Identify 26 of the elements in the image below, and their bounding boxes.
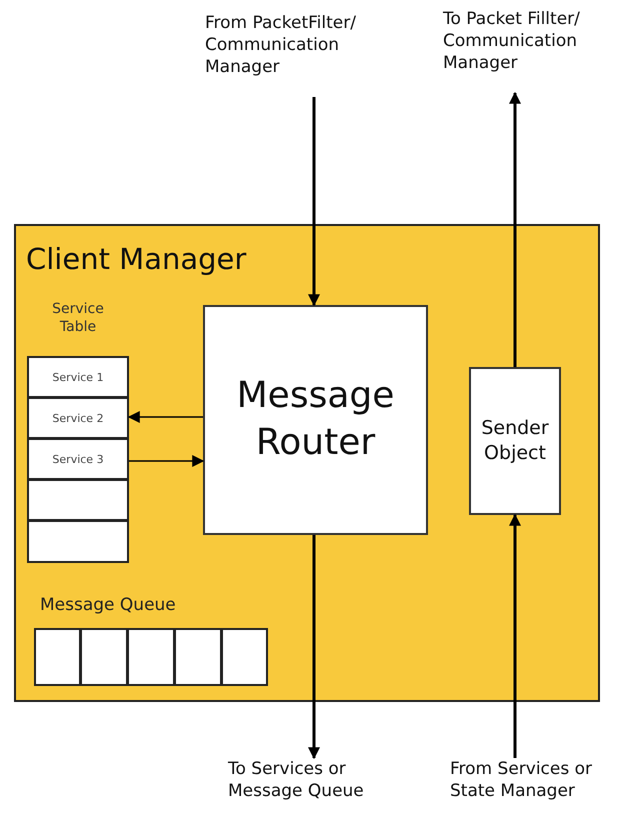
- queue-heading: Message Queue: [40, 595, 176, 615]
- process-box: Sender Object: [469, 367, 561, 515]
- empty-slot: [221, 628, 268, 686]
- process-box: Message Router: [203, 305, 428, 535]
- arrow: [509, 514, 521, 758]
- empty-slot: [27, 520, 129, 563]
- empty-slot: [27, 479, 129, 521]
- label-text: To Services or Message Queue: [228, 758, 403, 816]
- label-text: From Services or State Manager: [450, 758, 633, 816]
- empty-slot: [174, 628, 222, 686]
- label-text: From PacketFilter/ Communication Manager: [205, 12, 405, 97]
- arrow: [128, 411, 203, 423]
- arrow: [308, 97, 320, 306]
- empty-slot: [127, 628, 175, 686]
- container-title: Client Manager: [26, 242, 246, 276]
- empty-slot: [80, 628, 128, 686]
- table-row: Service 3: [27, 438, 129, 480]
- label-text: To Packet Fillter/ Communication Manager: [443, 8, 633, 93]
- table-row: Service 1: [27, 356, 129, 398]
- empty-slot: [34, 628, 81, 686]
- table-heading: Service Table: [51, 300, 105, 336]
- container-box: [14, 224, 600, 702]
- arrow: [509, 92, 521, 367]
- table-row: Service 2: [27, 397, 129, 439]
- arrow: [308, 535, 320, 760]
- arrow: [129, 455, 204, 467]
